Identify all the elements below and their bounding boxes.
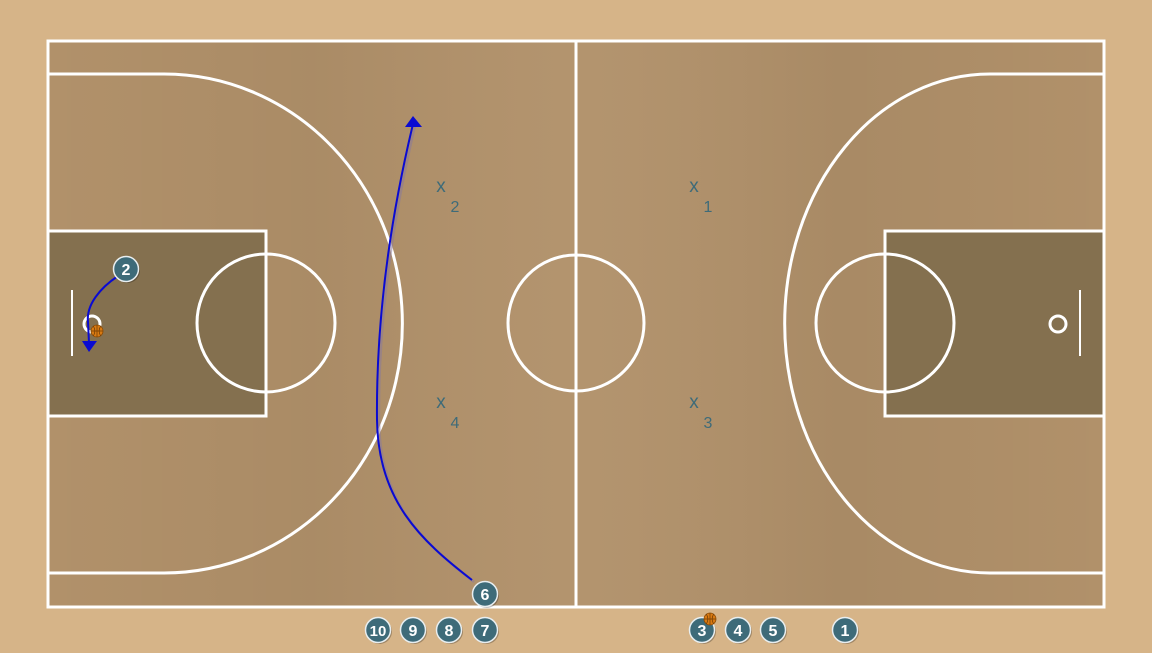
court	[46, 39, 1106, 609]
defender-marker[interactable]: x2	[436, 176, 459, 216]
defender-marker[interactable]: x3	[689, 392, 712, 432]
player-number: 8	[445, 623, 454, 640]
dribble-path-player-2[interactable]	[86, 275, 119, 344]
left-paint	[48, 231, 266, 416]
defender-marker[interactable]: x1	[689, 176, 712, 216]
player-token-circle	[435, 616, 463, 644]
right-paint	[885, 231, 1104, 416]
bench-player-token[interactable]: 9	[399, 616, 428, 645]
defender-number: 2	[451, 199, 460, 216]
defender-number: 3	[704, 415, 713, 432]
movement-paths	[82, 116, 475, 583]
basketball-icon	[703, 612, 717, 626]
player-token-circle	[471, 580, 499, 608]
player-number: 9	[409, 623, 418, 640]
defender-x: x	[689, 176, 699, 197]
arrowhead-icon	[82, 341, 97, 352]
player-token-circle	[724, 616, 752, 644]
defender-x: x	[689, 392, 699, 413]
right-free-throw-circle	[814, 252, 956, 394]
player-token-circle	[364, 616, 392, 644]
player-number: 3	[698, 623, 707, 640]
player-token-circle	[399, 616, 427, 644]
defender-x: x	[436, 392, 446, 413]
bench-player-token[interactable]: 10	[364, 616, 393, 645]
center-circle	[506, 253, 646, 393]
arrowhead-icon	[405, 116, 422, 127]
player-number: 4	[734, 623, 743, 640]
right-three-point-line	[783, 72, 1104, 575]
right-lane	[883, 229, 1106, 418]
left-lane	[46, 229, 268, 418]
player-token-circle	[112, 255, 140, 283]
bench-player-token[interactable]: 7	[471, 616, 500, 645]
player-number: 2	[122, 262, 131, 279]
court-players: 26	[112, 255, 500, 609]
defender-marker[interactable]: x4	[436, 392, 459, 432]
bench-player-token[interactable]: 4	[724, 616, 753, 645]
defender-x: x	[436, 176, 446, 197]
bench-player-token[interactable]: 5	[759, 616, 788, 645]
right-rim	[1048, 314, 1068, 334]
defender-number: 1	[704, 199, 713, 216]
player-token-circle	[759, 616, 787, 644]
left-three-point-line	[48, 72, 404, 575]
bench-player-token[interactable]: 1	[831, 616, 860, 645]
player-number: 6	[481, 587, 490, 604]
player-token-circle	[471, 616, 499, 644]
player-number: 10	[370, 623, 387, 640]
bench: 10 9 8 7 3 4 5 1	[364, 612, 860, 645]
defender-number: 4	[451, 415, 460, 432]
player-number: 1	[841, 623, 850, 640]
left-free-throw-circle	[195, 252, 337, 394]
court-ball	[90, 324, 104, 338]
player-number: 5	[769, 623, 778, 640]
cut-path-player-6[interactable]	[375, 123, 473, 581]
player-number: 7	[481, 623, 490, 640]
court-player-token[interactable]: 6	[471, 580, 500, 609]
basketball-icon	[90, 324, 104, 338]
player-token-circle	[831, 616, 859, 644]
court-player-token[interactable]: 2	[112, 255, 141, 284]
bench-player-token[interactable]: 8	[435, 616, 464, 645]
